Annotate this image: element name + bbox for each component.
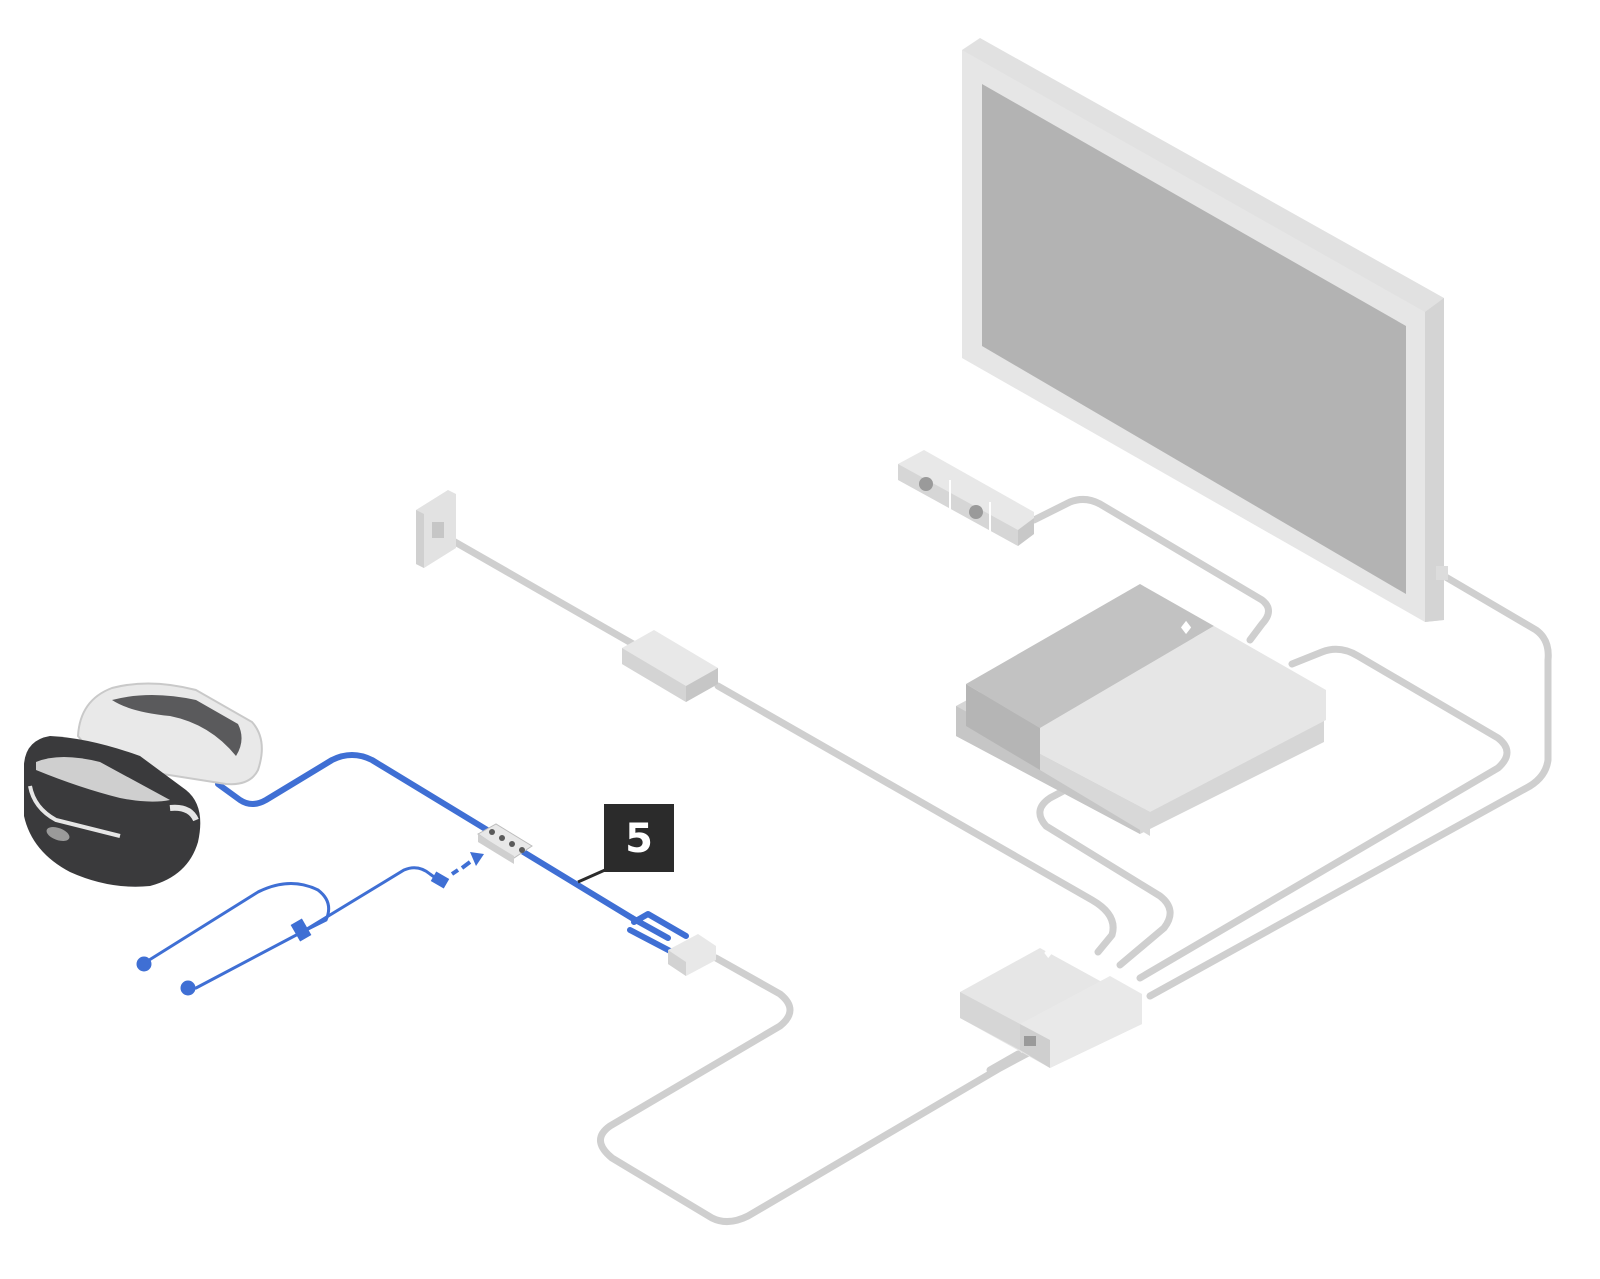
vr-connection-cable-icon [215, 752, 689, 955]
gray-cables [444, 495, 1552, 1225]
camera-icon [898, 450, 1034, 546]
tv-to-processor-cable [1146, 572, 1552, 1000]
ps4-to-processor-hdmi-cable [1036, 776, 1174, 969]
step-number-label: 5 [625, 816, 653, 862]
ps-logo-icon: ♦ [1178, 618, 1194, 639]
ps4-console-icon: ♦ [956, 584, 1326, 836]
vr-cable-connector-box [668, 934, 716, 976]
tv-icon [962, 38, 1448, 622]
camera-to-ps4-cable [1030, 495, 1272, 644]
camera-lens-right [969, 505, 983, 519]
wall-outlet-icon [416, 490, 456, 568]
camera-lens-left [919, 477, 933, 491]
inline-remote-icon [477, 823, 533, 864]
vr-cable-to-processor-second [986, 1050, 1022, 1074]
ac-adaptor-icon [622, 630, 718, 702]
ps-vr-headset-icon [24, 682, 263, 887]
ps4-to-processor-usb-cable [1136, 645, 1511, 982]
processor-unit-icon: ♦ [960, 946, 1142, 1068]
adaptor-to-processor-cable [714, 682, 1117, 956]
insert-arrow-icon [450, 852, 484, 876]
outlet-to-adaptor-cable [444, 534, 644, 652]
stereo-headphones-icon [136, 866, 450, 996]
step-number-badge: 5 [604, 804, 674, 872]
vr-cable-to-processor [597, 954, 1034, 1225]
processor-logo-icon: ♦ [1042, 946, 1055, 962]
